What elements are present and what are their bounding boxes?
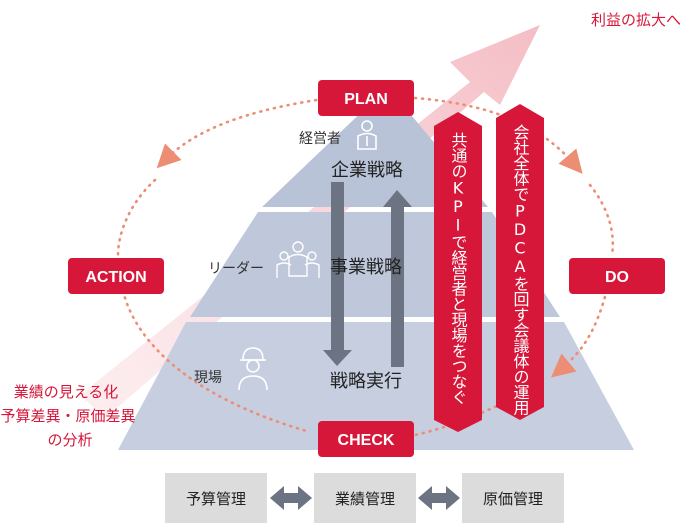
plan-badge: PLAN bbox=[318, 80, 414, 116]
svg-text:予算管理: 予算管理 bbox=[186, 490, 246, 508]
activity-corporate-strategy: 企業戦略 bbox=[331, 160, 403, 181]
role-leader: リーダー bbox=[208, 261, 264, 277]
pdca-cycle-ring bbox=[116, 96, 615, 437]
kpi-banner: 共通のKPIで経営者と現場をつなぐ bbox=[434, 112, 482, 432]
left-note-line1: 業績の見える化 bbox=[14, 383, 119, 401]
budget-management-box: 予算管理 bbox=[165, 473, 267, 523]
activity-business-strategy: 事業戦略 bbox=[330, 257, 402, 278]
action-badge: ACTION bbox=[68, 258, 164, 294]
right-double-arrow bbox=[418, 486, 460, 510]
svg-text:ACTION: ACTION bbox=[85, 269, 146, 286]
svg-text:CHECK: CHECK bbox=[338, 432, 395, 449]
activity-strategy-execution: 戦略実行 bbox=[330, 371, 402, 392]
downward-flow-arrow bbox=[323, 182, 352, 366]
performance-management-box: 業績管理 bbox=[314, 473, 416, 523]
worker-helmet-icon bbox=[238, 347, 268, 391]
kpi-banner-text: 共通のKPIで経営者と現場をつなぐ bbox=[449, 132, 468, 405]
left-note-line2: 予算差異・原価差異 bbox=[0, 407, 135, 425]
goal-label: 利益の拡大へ bbox=[591, 11, 681, 29]
do-badge: DO bbox=[569, 258, 665, 294]
pdca-banner: 会社全体でPDCAを回す会議体の運用 bbox=[496, 104, 544, 420]
left-note-line3: の分析 bbox=[47, 431, 92, 449]
role-field: 現場 bbox=[194, 370, 222, 386]
executive-person-icon bbox=[357, 120, 377, 150]
check-badge: CHECK bbox=[318, 421, 414, 457]
svg-text:PLAN: PLAN bbox=[344, 91, 388, 108]
svg-text:業績管理: 業績管理 bbox=[335, 490, 395, 508]
cost-management-box: 原価管理 bbox=[462, 473, 564, 523]
role-executive: 経営者 bbox=[299, 131, 341, 147]
leaders-group-icon bbox=[276, 241, 320, 278]
pdca-banner-text: 会社全体でPDCAを回す会議体の運用 bbox=[511, 124, 530, 417]
svg-text:原価管理: 原価管理 bbox=[483, 490, 543, 508]
left-double-arrow bbox=[270, 486, 312, 510]
pyramid-top-tier bbox=[262, 104, 488, 207]
upward-flow-arrow bbox=[383, 190, 412, 367]
svg-text:DO: DO bbox=[605, 269, 629, 286]
